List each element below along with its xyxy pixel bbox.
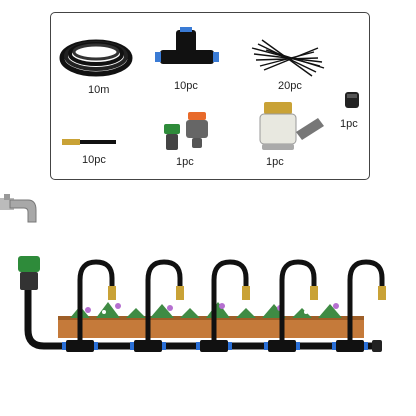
tee-junctions [62,340,382,352]
faucet-adapter-icon [259,102,324,150]
water-tap-icon [0,194,37,223]
cable-ties-qty: 20pc [278,80,302,92]
hose-connector-set-icon [164,112,208,150]
tubing-coil-icon [59,39,133,77]
planter-box [58,302,364,338]
end-plug-icon [345,92,359,108]
faucet-adapter-qty: 1pc [266,156,284,168]
brass-mist-nozzle-icon [62,139,116,145]
cable-ties-icon [251,39,325,77]
misting-system-tubing [24,259,385,350]
brass-nozzles [108,286,386,300]
brass-nozzle-qty: 10pc [82,154,106,166]
tee-connector-qty: 10pc [174,80,198,92]
tee-connector-icon [155,27,219,64]
tubing-coil-qty: 10m [88,84,110,96]
hose-connector-icon [18,256,40,290]
end-plug-qty: 1pc [340,118,358,130]
hose-connector-qty: 1pc [176,156,194,168]
